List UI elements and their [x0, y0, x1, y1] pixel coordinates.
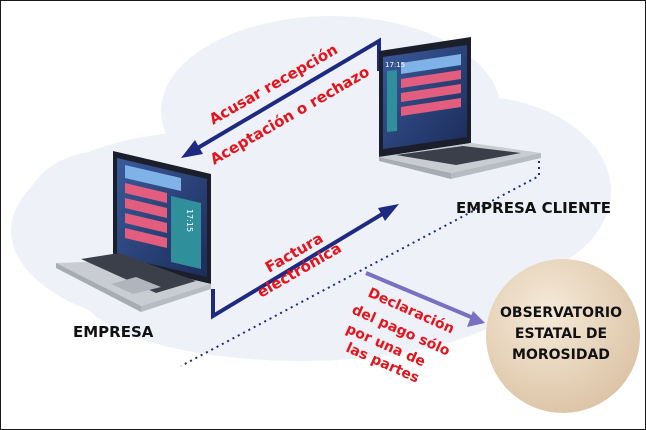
arrow-mid-head [378, 204, 399, 221]
empresa-label: EMPRESA [73, 323, 154, 341]
empresa-cliente-label: EMPRESA CLIENTE [456, 199, 611, 217]
arrow-mid-line [211, 211, 386, 320]
arrow-bottom-head [467, 311, 485, 327]
arrow-bottom-line [365, 271, 472, 319]
observatorio-label-3: MOROSIDAD [512, 347, 610, 363]
empresa-laptop: 17:15 [56, 151, 211, 312]
observatorio-label-1: OBSERVATORIO [500, 305, 622, 321]
client-screen-clock: 17:15 [385, 61, 405, 69]
empresa-screen-clock: 17:15 [185, 209, 194, 232]
observatorio-label-2: ESTATAL DE [515, 326, 607, 342]
arrow-top-head [181, 140, 203, 158]
observatorio-circle [486, 259, 640, 413]
client-laptop: 17:15 [379, 37, 541, 179]
